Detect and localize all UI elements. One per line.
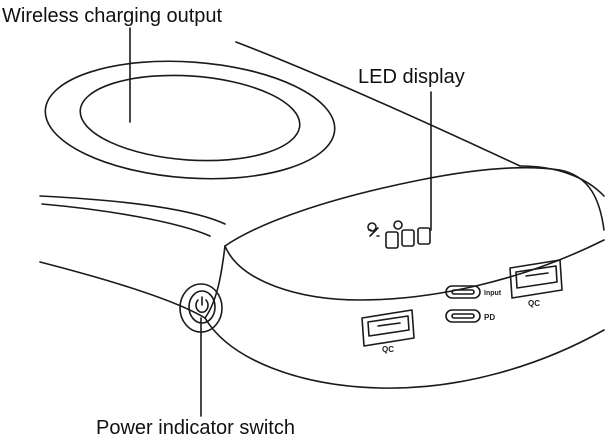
- body-left-inner-edge: [41, 203, 211, 237]
- usb-c-port-pd[interactable]: [445, 309, 481, 323]
- typec-input-mark: Input: [484, 290, 502, 297]
- front-face-left-curve: [204, 245, 226, 319]
- front-block-top-right: [519, 165, 605, 197]
- led-indicator-dot-2: [393, 220, 403, 230]
- body-left-bottom-edge: [39, 261, 206, 319]
- percent-icon: [368, 227, 380, 237]
- led-digit-1: [385, 231, 399, 249]
- led-indicator-dot-1: [367, 222, 377, 232]
- wireless-pad-inner: [79, 74, 301, 162]
- front-block-outline: [224, 166, 605, 247]
- usb-a-port-left[interactable]: [361, 309, 415, 347]
- front-face-bottom: [204, 317, 605, 389]
- power-button-icon: [195, 296, 209, 314]
- led-digit-2: [401, 229, 415, 247]
- body-left-top-edge: [39, 195, 226, 225]
- power-indicator-switch-label: Power indicator switch: [96, 417, 295, 439]
- typec-pd-mark: PD: [484, 313, 495, 322]
- led-display-label: LED display: [358, 66, 465, 88]
- usb-a-port-right[interactable]: [509, 259, 563, 299]
- wireless-charging-label: Wireless charging output: [2, 5, 223, 27]
- body-top-back-edge: [235, 41, 521, 167]
- wireless-pad-outer: [44, 60, 336, 180]
- front-block-face-top: [224, 239, 605, 301]
- usb-c-port-input[interactable]: [445, 285, 481, 299]
- left-usb-mark: QC: [382, 345, 394, 354]
- right-usb-mark: QC: [528, 299, 540, 308]
- led-digit-3: [417, 227, 431, 245]
